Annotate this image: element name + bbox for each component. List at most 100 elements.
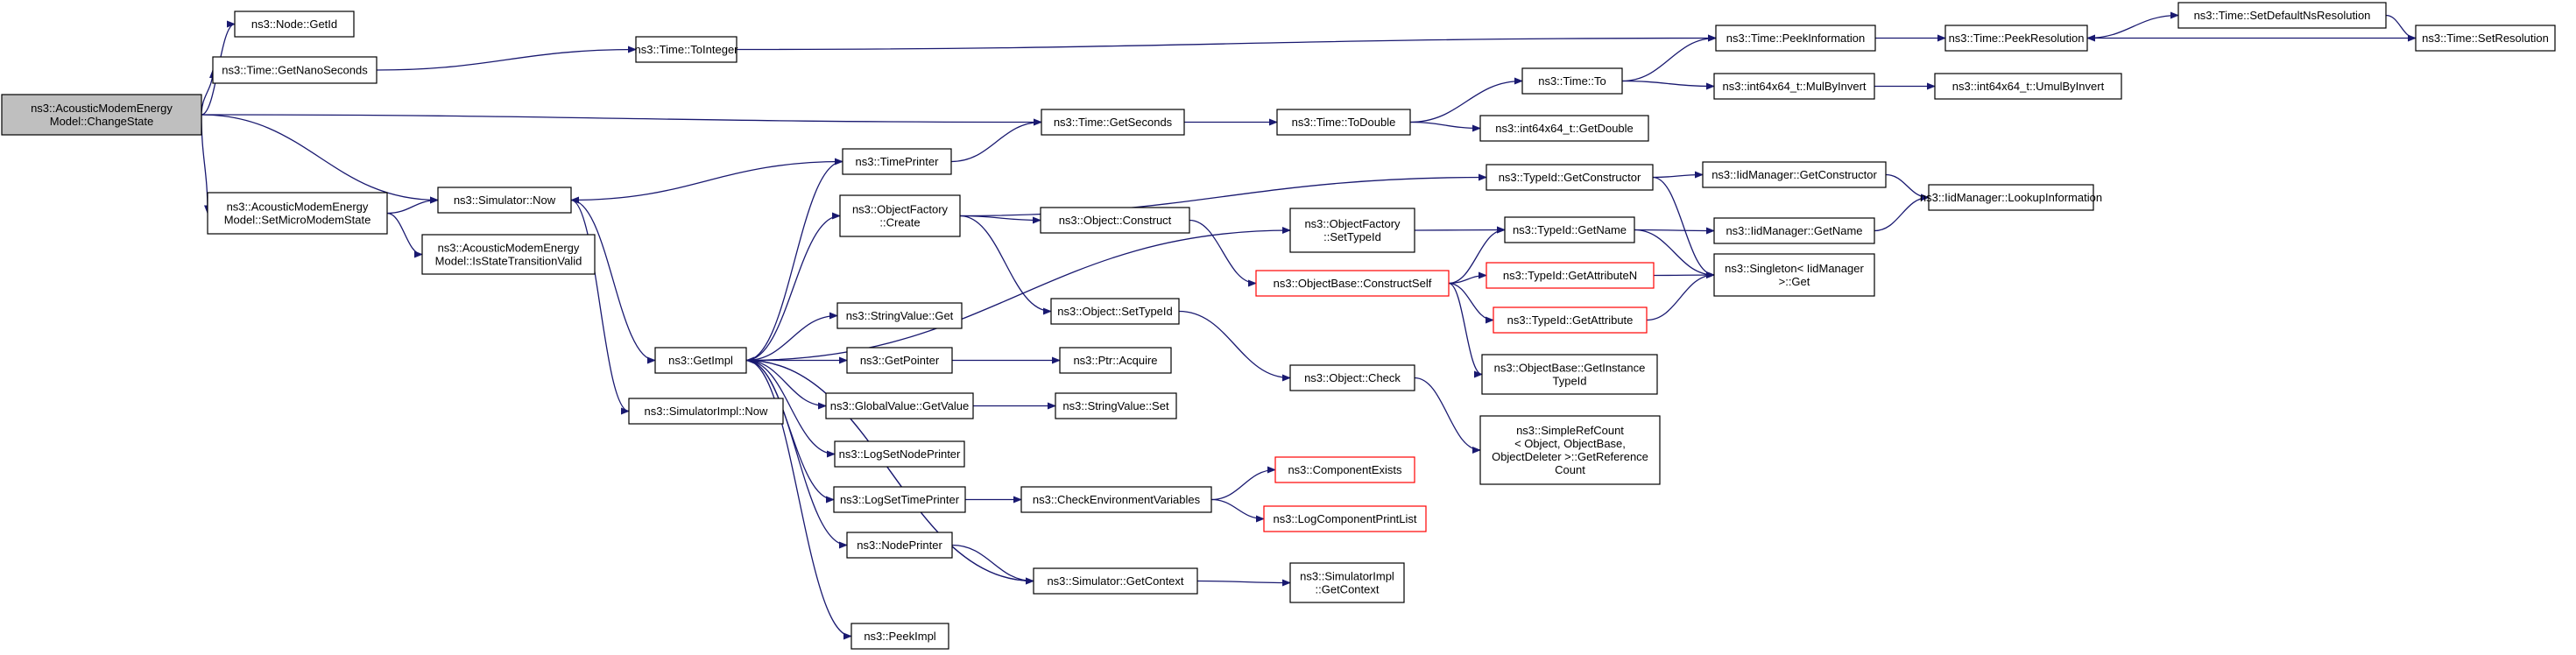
- node-box: [1713, 73, 1875, 100]
- node-mulbyinv[interactable]: ns3::int64x64_t::MulByInvert: [1713, 73, 1875, 100]
- node-box: [1479, 415, 1661, 485]
- node-ptracquire[interactable]: ns3::Ptr::Acquire: [1059, 347, 1172, 374]
- node-label: ns3::SimulatorImpl: [1300, 570, 1394, 583]
- node-label: ns3::TimePrinter: [856, 155, 940, 168]
- node-label: ns3::Time::ToInteger: [634, 43, 738, 56]
- edge-timeprinter-to-simnow: [570, 160, 843, 204]
- node-box: [1041, 109, 1185, 136]
- node-box: [825, 392, 974, 419]
- node-tidgetconstructor[interactable]: ns3::TypeId::GetConstructor: [1486, 164, 1654, 191]
- node-singletonget[interactable]: ns3::Singleton< IidManager>::Get: [1713, 253, 1875, 297]
- edge-iidgetname-to-iidlookup: [1874, 194, 1930, 232]
- node-setmicro[interactable]: ns3::AcousticModemEnergyModel::SetMicroM…: [207, 192, 388, 235]
- node-simplerefcount[interactable]: ns3::SimpleRefCount< Object, ObjectBase,…: [1479, 415, 1661, 485]
- node-isvalid[interactable]: ns3::AcousticModemEnergyModel::IsStateTr…: [421, 234, 596, 275]
- node-peekinfo[interactable]: ns3::Time::PeekInformation: [1715, 25, 1876, 52]
- node-box: [1263, 505, 1427, 532]
- edge-setdefns-to-setres: [2385, 14, 2417, 42]
- node-box: [842, 148, 952, 175]
- node-getseconds[interactable]: ns3::Time::GetSeconds: [1041, 109, 1185, 136]
- node-label: ns3::TypeId::GetName: [1513, 223, 1627, 236]
- node-objconstruct[interactable]: ns3::Object::Construct: [1040, 207, 1190, 234]
- edge-setmicro-to-simnow: [386, 196, 439, 215]
- node-label: ns3::GlobalValue::GetValue: [830, 399, 970, 412]
- node-box: [2415, 25, 2556, 52]
- node-nodeprinter[interactable]: ns3::NodePrinter: [846, 532, 953, 559]
- node-simgetcontext[interactable]: ns3::Simulator::GetContext: [1033, 567, 1198, 595]
- node-stringget[interactable]: ns3::StringValue::Get: [836, 302, 963, 329]
- edge-timeprinter-to-getseconds: [950, 118, 1042, 163]
- node-objcheck[interactable]: ns3::Object::Check: [1289, 364, 1415, 391]
- node-root[interactable]: ns3::AcousticModemEnergyModel::ChangeSta…: [1, 94, 202, 136]
- node-objsettypeid[interactable]: ns3::Object::SetTypeId: [1050, 298, 1180, 325]
- node-getnano[interactable]: ns3::Time::GetNanoSeconds: [212, 56, 378, 84]
- node-box: [1020, 486, 1212, 513]
- edge-simnow-to-simimplnow: [570, 199, 630, 415]
- node-logcomplist[interactable]: ns3::LogComponentPrintList: [1263, 505, 1427, 532]
- node-stringset[interactable]: ns3::StringValue::Set: [1055, 392, 1177, 419]
- edge-objsettypeid-to-objcheck: [1178, 310, 1291, 382]
- edge-constructself-to-getinstancetid: [1448, 282, 1483, 378]
- edge-objfactcreate-to-objconstruct: [959, 215, 1041, 224]
- node-label: ns3::SimulatorImpl::Now: [645, 405, 768, 418]
- node-iidgetname[interactable]: ns3::IidManager::GetName: [1713, 217, 1875, 244]
- node-label: ns3::Singleton< IidManager: [1725, 262, 1864, 275]
- node-toint[interactable]: ns3::Time::ToInteger: [634, 36, 738, 63]
- node-label: ns3::LogComponentPrintList: [1273, 512, 1416, 525]
- node-getid[interactable]: ns3::Node::GetId: [234, 11, 355, 38]
- node-box: [846, 532, 953, 559]
- edge-tidgetname-to-iidgetname: [1634, 227, 1715, 235]
- node-simnow[interactable]: ns3::Simulator::Now: [437, 187, 572, 214]
- node-setres[interactable]: ns3::Time::SetResolution: [2415, 25, 2556, 52]
- node-logtimeprinter[interactable]: ns3::LogSetTimePrinter: [833, 486, 966, 513]
- node-objfactsettypeid[interactable]: ns3::ObjectFactory::SetTypeId: [1289, 208, 1415, 253]
- node-objfactcreate[interactable]: ns3::ObjectFactory::Create: [839, 194, 961, 237]
- node-timeprinter[interactable]: ns3::TimePrinter: [842, 148, 952, 175]
- node-label: ns3::GetPointer: [860, 354, 940, 367]
- node-box: [1033, 567, 1198, 595]
- node-box: [1055, 392, 1177, 419]
- node-label: ns3::IidManager::GetName: [1726, 224, 1862, 237]
- node-tidgetattr[interactable]: ns3::TypeId::GetAttribute: [1493, 306, 1648, 334]
- node-label: >::Get: [1779, 275, 1810, 288]
- node-label: ns3::Time::ToDouble: [1292, 116, 1396, 129]
- node-iidgetconstructor[interactable]: ns3::IidManager::GetConstructor: [1702, 161, 1887, 188]
- node-lognodeprinter[interactable]: ns3::LogSetNodePrinter: [834, 440, 965, 468]
- node-constructself[interactable]: ns3::ObjectBase::ConstructSelf: [1255, 270, 1450, 297]
- edge-simgetcontext-to-getimpl: [745, 356, 1034, 582]
- node-label: ns3::StringValue::Set: [1062, 399, 1169, 412]
- node-simimplgetcontext[interactable]: ns3::SimulatorImpl::GetContext: [1289, 562, 1405, 603]
- node-todouble[interactable]: ns3::Time::ToDouble: [1276, 109, 1411, 136]
- edge-getimpl-to-objfactsettypeid: [745, 227, 1291, 362]
- node-timeto[interactable]: ns3::Time::To: [1521, 67, 1623, 95]
- node-tidgetname[interactable]: ns3::TypeId::GetName: [1504, 216, 1635, 243]
- node-umulbyinv[interactable]: ns3::int64x64_t::UmulByInvert: [1934, 73, 2122, 100]
- node-label: ns3::Simulator::Now: [454, 194, 556, 207]
- edge-root-to-setmicro: [201, 114, 211, 215]
- node-setdefns[interactable]: ns3::Time::SetDefaultNsResolution: [2177, 2, 2387, 29]
- node-label: ns3::Time::PeekResolution: [1949, 32, 2085, 45]
- edge-tidgetname-to-singletonget: [1634, 229, 1715, 278]
- node-compexists[interactable]: ns3::ComponentExists: [1274, 456, 1415, 483]
- node-label: ns3::Object::Construct: [1059, 214, 1172, 227]
- edge-getimpl-to-nodeprinter: [745, 359, 848, 549]
- node-getdouble[interactable]: ns3::int64x64_t::GetDouble: [1479, 115, 1649, 142]
- node-checkenv[interactable]: ns3::CheckEnvironmentVariables: [1020, 486, 1212, 513]
- node-iidlookup[interactable]: ns3::IidManager::LookupInformation: [1920, 184, 2102, 211]
- node-peekres[interactable]: ns3::Time::PeekResolution: [1944, 25, 2088, 52]
- node-tidgetattrn[interactable]: ns3::TypeId::GetAttributeN: [1486, 262, 1655, 289]
- node-label: ns3::GetImpl: [668, 354, 733, 367]
- node-getimpl[interactable]: ns3::GetImpl: [654, 347, 747, 374]
- node-label: ns3::Time::GetSeconds: [1054, 116, 1173, 129]
- node-getpointer[interactable]: ns3::GetPointer: [846, 347, 953, 374]
- node-box: [1255, 270, 1450, 297]
- node-label: ns3::ObjectFactory: [1304, 217, 1401, 230]
- edge-timeto-to-mulbyinv: [1621, 80, 1715, 90]
- node-simimplnow[interactable]: ns3::SimulatorImpl::Now: [628, 398, 784, 425]
- node-globalget[interactable]: ns3::GlobalValue::GetValue: [825, 392, 974, 419]
- node-peekimpl[interactable]: ns3::PeekImpl: [850, 623, 949, 650]
- edge-tidgetattrn-to-singletonget: [1653, 271, 1715, 279]
- node-box: [850, 623, 949, 650]
- node-label: Count: [1555, 463, 1585, 476]
